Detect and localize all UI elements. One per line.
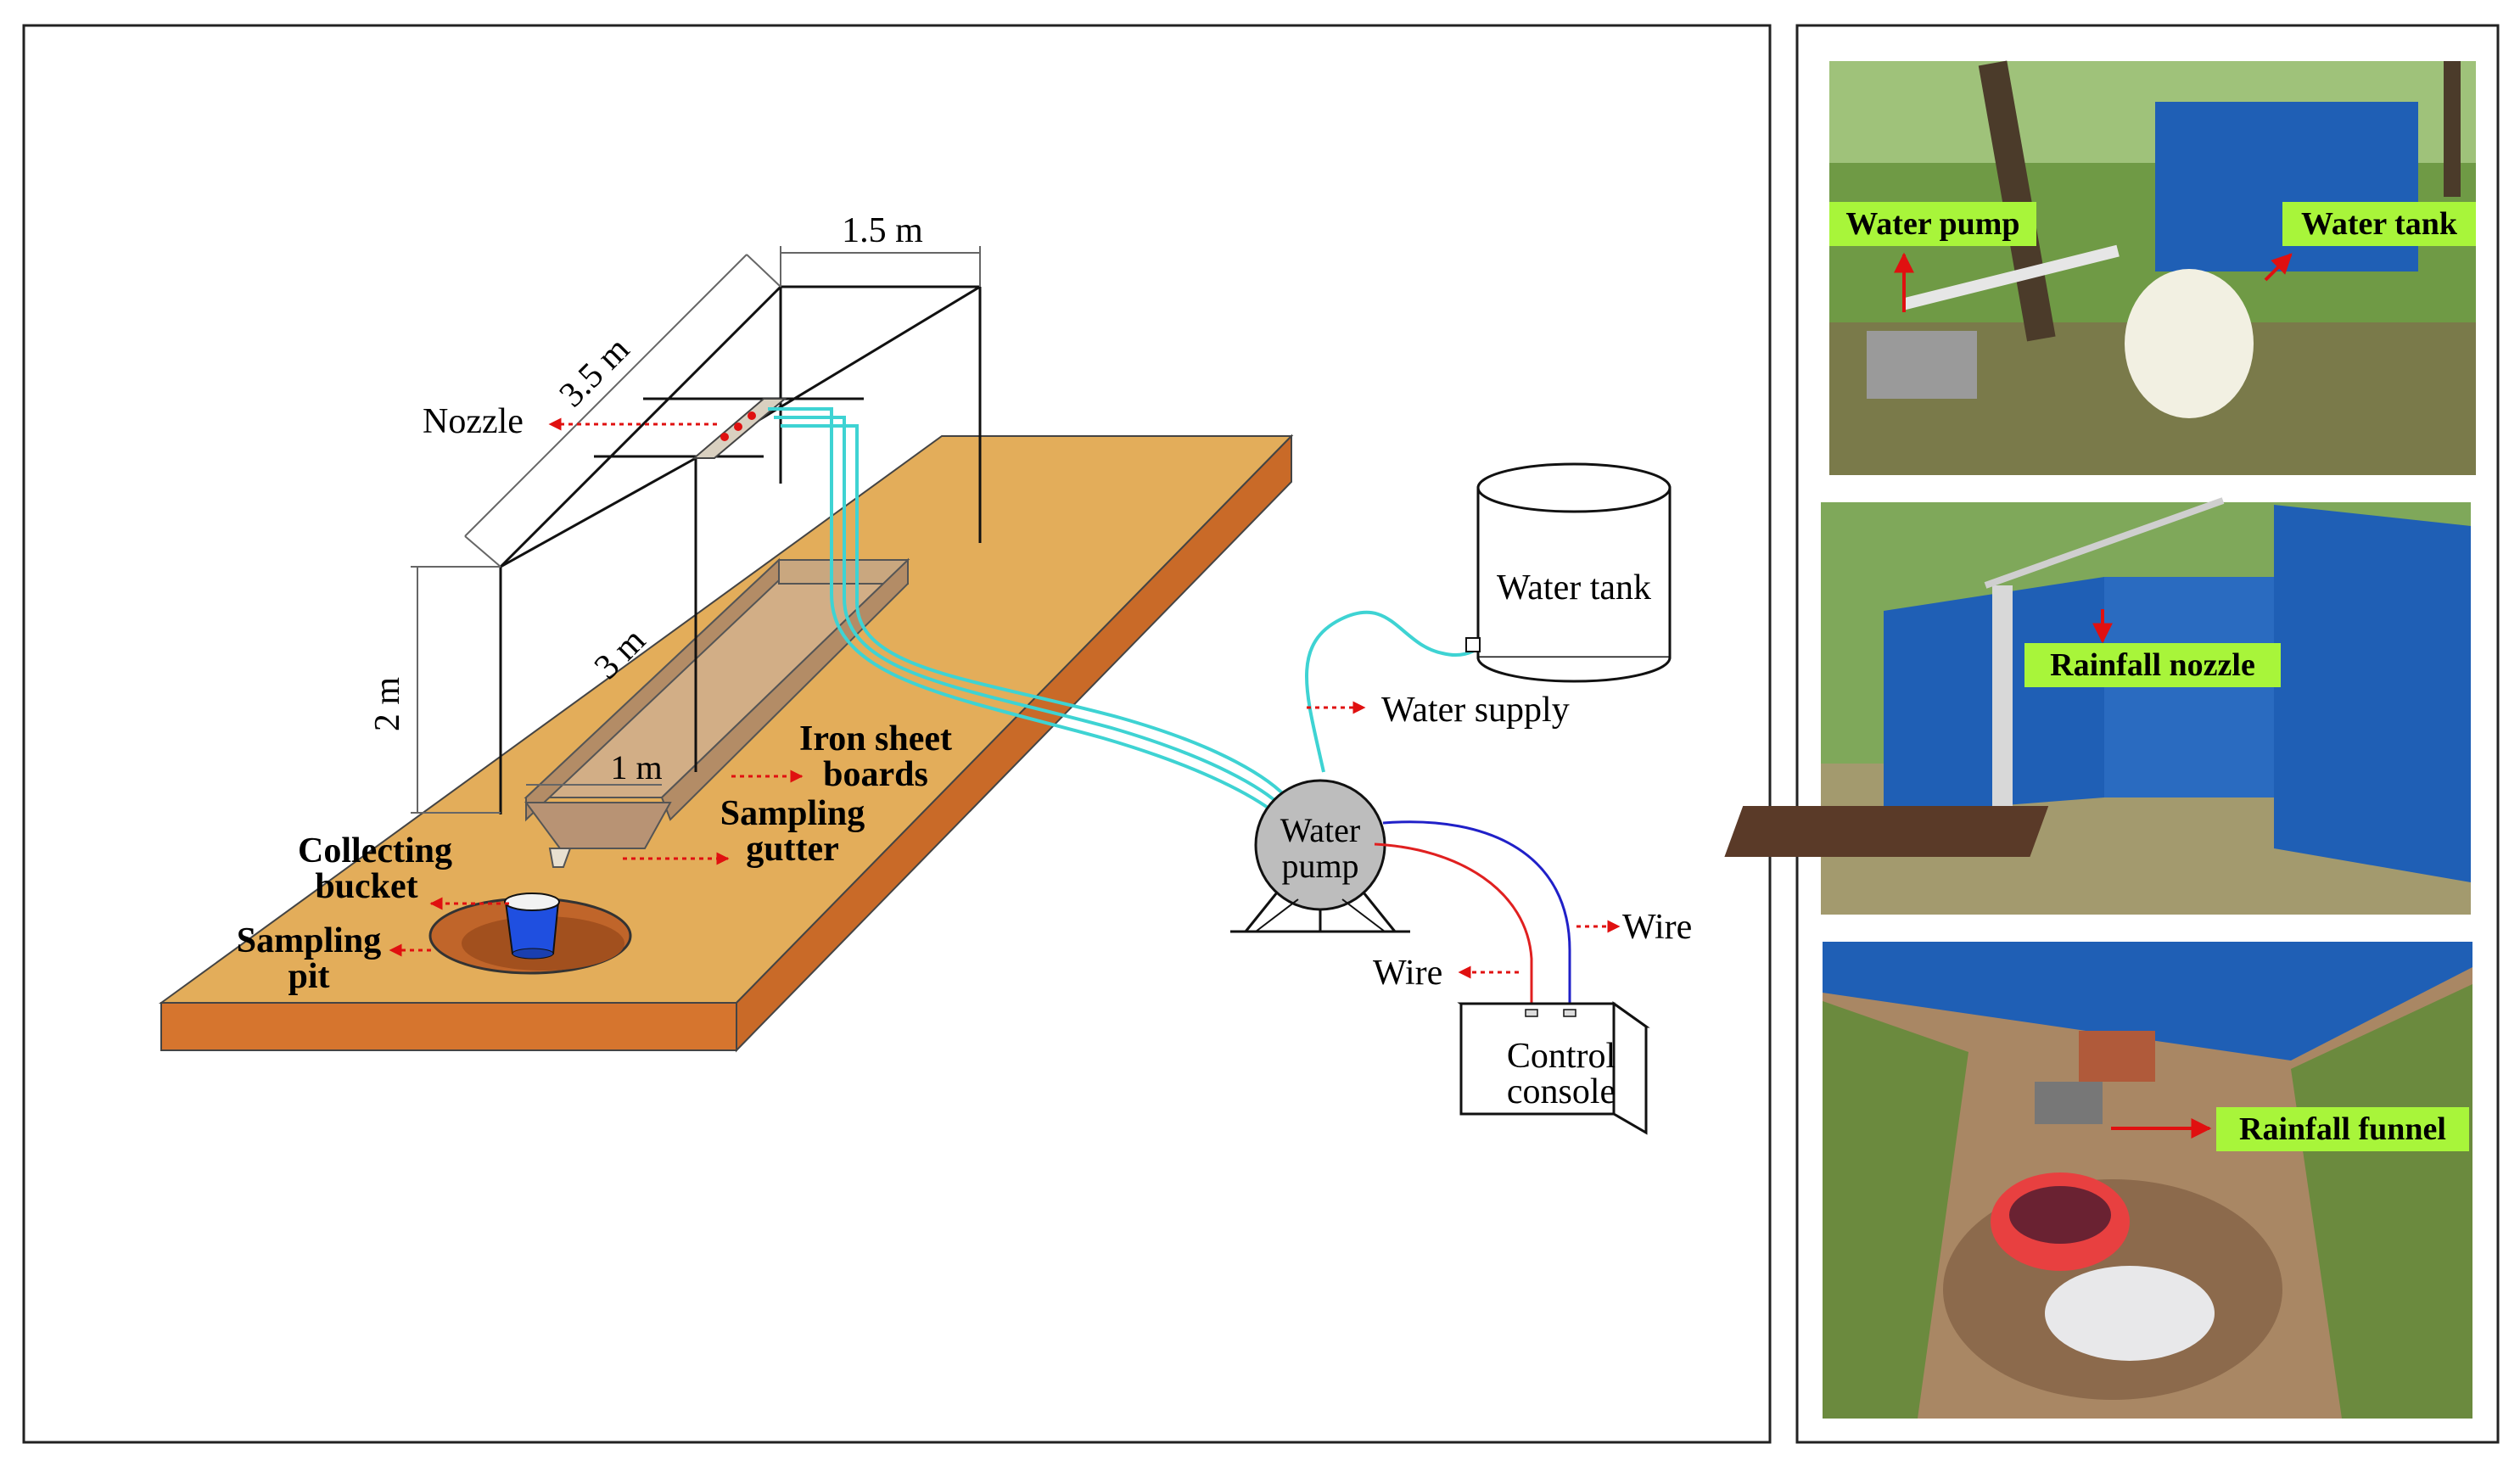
rainfall-funnel-spout [548, 848, 572, 868]
dim-length-ext-b [746, 254, 781, 288]
wire-left-label: Wire [1373, 954, 1442, 993]
control-console-label-2: console [1507, 1072, 1616, 1111]
control-console-label-1: Control [1507, 1037, 1616, 1076]
frame-top-left [499, 285, 782, 568]
water-pump-label-2: pump [1281, 847, 1358, 885]
photo1-pump [1867, 331, 1977, 399]
pipe-1 [768, 407, 1279, 816]
water-pump-label-1: Water [1280, 811, 1361, 849]
photo2-tarp-right [2274, 505, 2471, 882]
photo1-pipe [1902, 244, 2120, 311]
soil-side-face [736, 434, 1292, 1053]
nozzle-head-3 [748, 411, 756, 420]
iron-sheet-board-right [660, 557, 909, 821]
photo3-label-funnel: Rainfall funnel [2239, 1111, 2446, 1147]
dim-plot-width-label: 1 m [610, 748, 662, 786]
bucket-rim [504, 893, 560, 911]
nozzle-head-1 [720, 433, 729, 441]
wire-blue [1382, 820, 1571, 1005]
photo3-grass-left [1823, 1001, 1968, 1419]
sampling-gutter-label-1: Sampling [720, 794, 865, 833]
tank-bottom [1476, 657, 1672, 683]
photo-rainfall-funnel: Rainfall funnel [1823, 942, 2472, 1419]
photo3-plastic [2045, 1266, 2215, 1361]
pipe-3 [781, 424, 1291, 803]
soil-front-face [160, 1002, 737, 1051]
collecting-bucket [504, 893, 560, 960]
nozzle-assembly [692, 398, 787, 459]
dim-length-ext-a [464, 535, 501, 568]
photo3-label-funnel-bg [2216, 1107, 2469, 1151]
water-tank-label: Water tank [1497, 568, 1651, 607]
photo-rainfall-nozzle: Rainfall nozzle [1724, 497, 2471, 915]
water-supply-label: Water supply [1381, 691, 1570, 730]
photo1-label-tank: Water tank [2301, 206, 2458, 242]
sampling-pit-label-1: Sampling [237, 921, 381, 960]
photo2-label-nozzle: Rainfall nozzle [2050, 647, 2255, 683]
photo1-label-pump: Water pump [1845, 206, 2019, 242]
dim-length-line [464, 254, 748, 537]
wire-right-label: Wire [1622, 908, 1692, 947]
sampling-gutter-label-2: gutter [746, 830, 839, 869]
water-pipes [768, 407, 1482, 816]
dim-width-label: 1.5 m [842, 211, 923, 250]
photo3-brick [2079, 1031, 2155, 1082]
photo-pump-tank: Water pump Water tank [1829, 60, 2476, 475]
pump-brace-1 [1255, 898, 1299, 932]
pump-leg-right [1362, 892, 1397, 932]
dimension-lines [411, 246, 981, 814]
runoff-plot [524, 557, 910, 868]
callout-arrows [389, 417, 1621, 979]
photo2-pipe-vertical [1992, 585, 2013, 840]
collecting-bucket-label-1: Collecting [298, 831, 452, 870]
nozzle-head-2 [734, 423, 742, 431]
nozzle-label: Nozzle [423, 402, 524, 441]
photo1-tree-trunk-2 [2444, 61, 2461, 197]
bucket-base [512, 948, 554, 960]
photo1-barrel [2125, 269, 2254, 418]
photo3-tarp [1823, 942, 2472, 1060]
rainfall-frame [499, 285, 982, 814]
photo1-label-tank-bg [2282, 202, 2476, 246]
photo2-plot [1724, 806, 2049, 857]
pipe-2 [774, 416, 1285, 809]
photo2-label-nozzle-bg [2024, 643, 2281, 687]
photo1-label-pump-bg [1829, 202, 2036, 246]
pump-leg-left [1244, 892, 1279, 932]
iron-sheet-label-1: Iron sheet [799, 719, 952, 758]
frame-top-front [500, 456, 697, 568]
pump-brace-2 [1341, 898, 1386, 932]
photo3-grass-right [2291, 984, 2472, 1419]
photo3-funnel [2035, 1082, 2103, 1124]
control-console: Control console [1457, 1001, 1650, 1135]
photo3-bucket-water [2009, 1186, 2111, 1244]
sampling-pit-label-2: pit [288, 957, 329, 996]
photo1-arrow-tank [2264, 253, 2293, 282]
sampling-gutter [524, 802, 672, 849]
water-pump: Water pump [1230, 779, 1410, 933]
dim-height-label: 2 m [368, 677, 407, 732]
console-terminal-2 [1563, 1009, 1576, 1017]
water-tank: Water tank [1465, 462, 1672, 683]
collecting-bucket-label-2: bucket [315, 867, 417, 906]
iron-sheet-label-2: boards [823, 755, 928, 794]
tank-top [1476, 462, 1672, 513]
console-side [1612, 1001, 1648, 1135]
pipe-tank-to-pump [1305, 610, 1482, 773]
tank-body [1476, 486, 1672, 659]
tank-outlet [1465, 637, 1481, 652]
wire-red [1374, 842, 1533, 1005]
console-terminal-1 [1525, 1009, 1538, 1017]
photo2-frame-bar [1984, 497, 2225, 589]
